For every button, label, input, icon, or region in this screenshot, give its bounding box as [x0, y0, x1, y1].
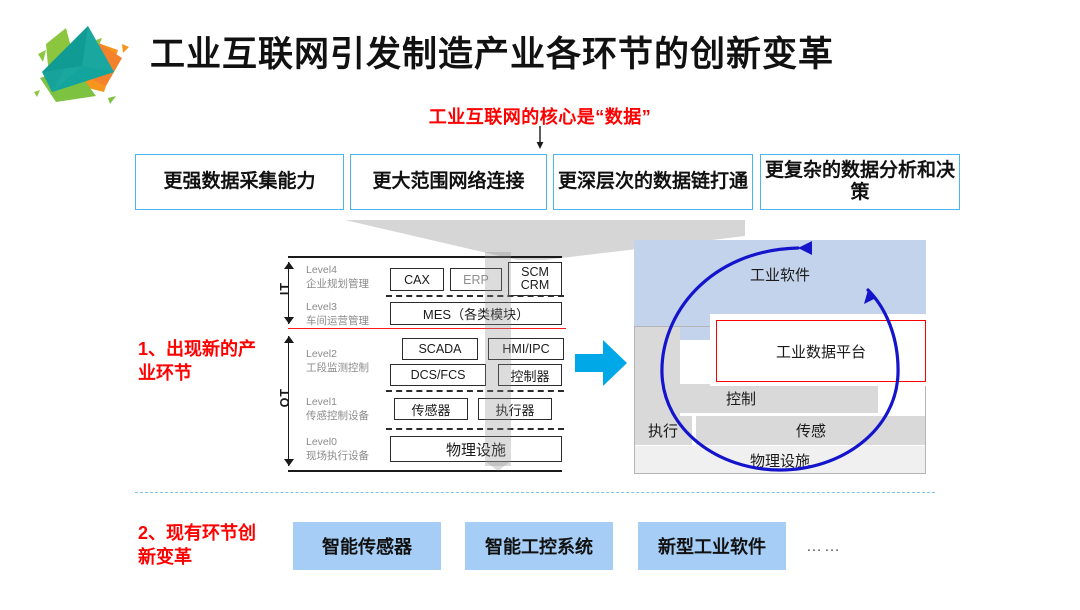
funnel-wedge-shape — [345, 220, 745, 262]
capability-box-data-collection[interactable]: 更强数据采集能力 — [135, 154, 344, 210]
level1-caption: Level1 传感控制设备 — [306, 396, 384, 424]
node-hmi-ipc[interactable]: HMI/IPC — [488, 338, 564, 360]
node-erp[interactable]: ERP — [450, 268, 502, 291]
it-axis-arrow-up — [283, 262, 294, 269]
node-scm-label: SCM — [521, 264, 549, 279]
sense-layer: 传感 — [696, 416, 926, 445]
node-scm-crm[interactable]: SCM CRM — [508, 262, 562, 296]
page-title: 工业互联网引发制造产业各环节的创新变革 — [150, 35, 835, 74]
level4-3-divider — [386, 295, 564, 297]
capability-box-network-connection[interactable]: 更大范围网络连接 — [350, 154, 547, 210]
level2-1-divider — [386, 390, 564, 392]
level0-number: Level0 — [306, 436, 337, 448]
ellipsis-more-indicator: …… — [806, 538, 842, 555]
level4-name: 企业规划管理 — [306, 277, 369, 290]
ot-axis: OT — [278, 336, 296, 466]
gray-highlight-band-tail — [485, 461, 511, 471]
node-dcs-fcs[interactable]: DCS/FCS — [390, 364, 486, 386]
level4-caption: Level4 企业规划管理 — [306, 264, 384, 292]
it-ot-separator-line — [288, 328, 566, 329]
ot-axis-line — [288, 336, 290, 466]
node-scada[interactable]: SCADA — [402, 338, 478, 360]
subtitle-core-is-data: 工业互联网的核心是“数据” — [428, 107, 652, 127]
ot-axis-label: OT — [278, 388, 292, 408]
node-mes[interactable]: MES（各类模块） — [390, 302, 562, 325]
level2-name: 工段监测控制 — [306, 361, 369, 374]
level3-caption: Level3 车间运营管理 — [306, 301, 384, 329]
it-axis-arrow-down — [283, 317, 294, 324]
level1-name: 传感控制设备 — [306, 409, 369, 422]
innovation-box-smart-control-system[interactable]: 智能工控系统 — [465, 522, 613, 570]
capability-box-data-chain[interactable]: 更深层次的数据链打通 — [553, 154, 753, 210]
level0-caption: Level0 现场执行设备 — [306, 436, 384, 464]
it-axis-line — [288, 262, 290, 324]
ot-axis-arrow-down — [283, 459, 294, 466]
new-architecture-diagram: 工业软件 控制 执行 传感 物理设施 工业数据平台 — [634, 240, 926, 474]
capability-box-data-analysis[interactable]: 更复杂的数据分析和决策 — [760, 154, 960, 210]
level3-number: Level3 — [306, 301, 337, 313]
it-axis: IT — [278, 262, 296, 324]
it-axis-label: IT — [278, 282, 292, 296]
level2-number: Level2 — [306, 348, 337, 360]
innovation-box-new-industrial-software[interactable]: 新型工业软件 — [638, 522, 786, 570]
node-crm-label: CRM — [520, 278, 550, 292]
ot-axis-arrow-up — [283, 336, 294, 343]
node-cax[interactable]: CAX — [390, 268, 444, 291]
execute-layer: 执行 — [634, 416, 692, 445]
data-cycle-arrow-icon — [630, 234, 930, 482]
node-physical-facility[interactable]: 物理设施 — [390, 436, 562, 462]
triangular-prism-logo — [22, 14, 140, 110]
purdue-bottom-rule — [288, 470, 562, 472]
control-layer: 控制 — [680, 384, 878, 413]
purdue-model-diagram: IT OT Level4 企业规划管理 Level3 车间运营管理 Level2… — [278, 252, 566, 472]
innovation-box-smart-sensor[interactable]: 智能传感器 — [293, 522, 441, 570]
section-label-new-industry-links: 1、出现新的产业环节 — [138, 339, 257, 383]
down-arrow-icon — [532, 126, 548, 150]
section-label-existing-link-innovation: 2、现有环节创新变革 — [138, 523, 257, 567]
capability-box-row: 更强数据采集能力 更大范围网络连接 更深层次的数据链打通 更复杂的数据分析和决策 — [135, 154, 965, 210]
gray-highlight-band — [485, 252, 511, 466]
level2-caption: Level2 工段监测控制 — [306, 348, 384, 376]
node-sensor[interactable]: 传感器 — [394, 398, 468, 420]
node-controller[interactable]: 控制器 — [498, 364, 562, 386]
section-divider — [135, 492, 935, 493]
level4-number: Level4 — [306, 264, 337, 276]
industrial-software-label: 工业软件 — [749, 267, 810, 284]
level3-name: 车间运营管理 — [306, 314, 369, 327]
level1-0-divider — [386, 428, 564, 430]
level1-number: Level1 — [306, 396, 337, 408]
level0-name: 现场执行设备 — [306, 449, 369, 462]
purdue-top-rule — [288, 256, 562, 258]
transition-right-arrow-icon — [573, 337, 629, 389]
node-actuator[interactable]: 执行器 — [478, 398, 552, 420]
